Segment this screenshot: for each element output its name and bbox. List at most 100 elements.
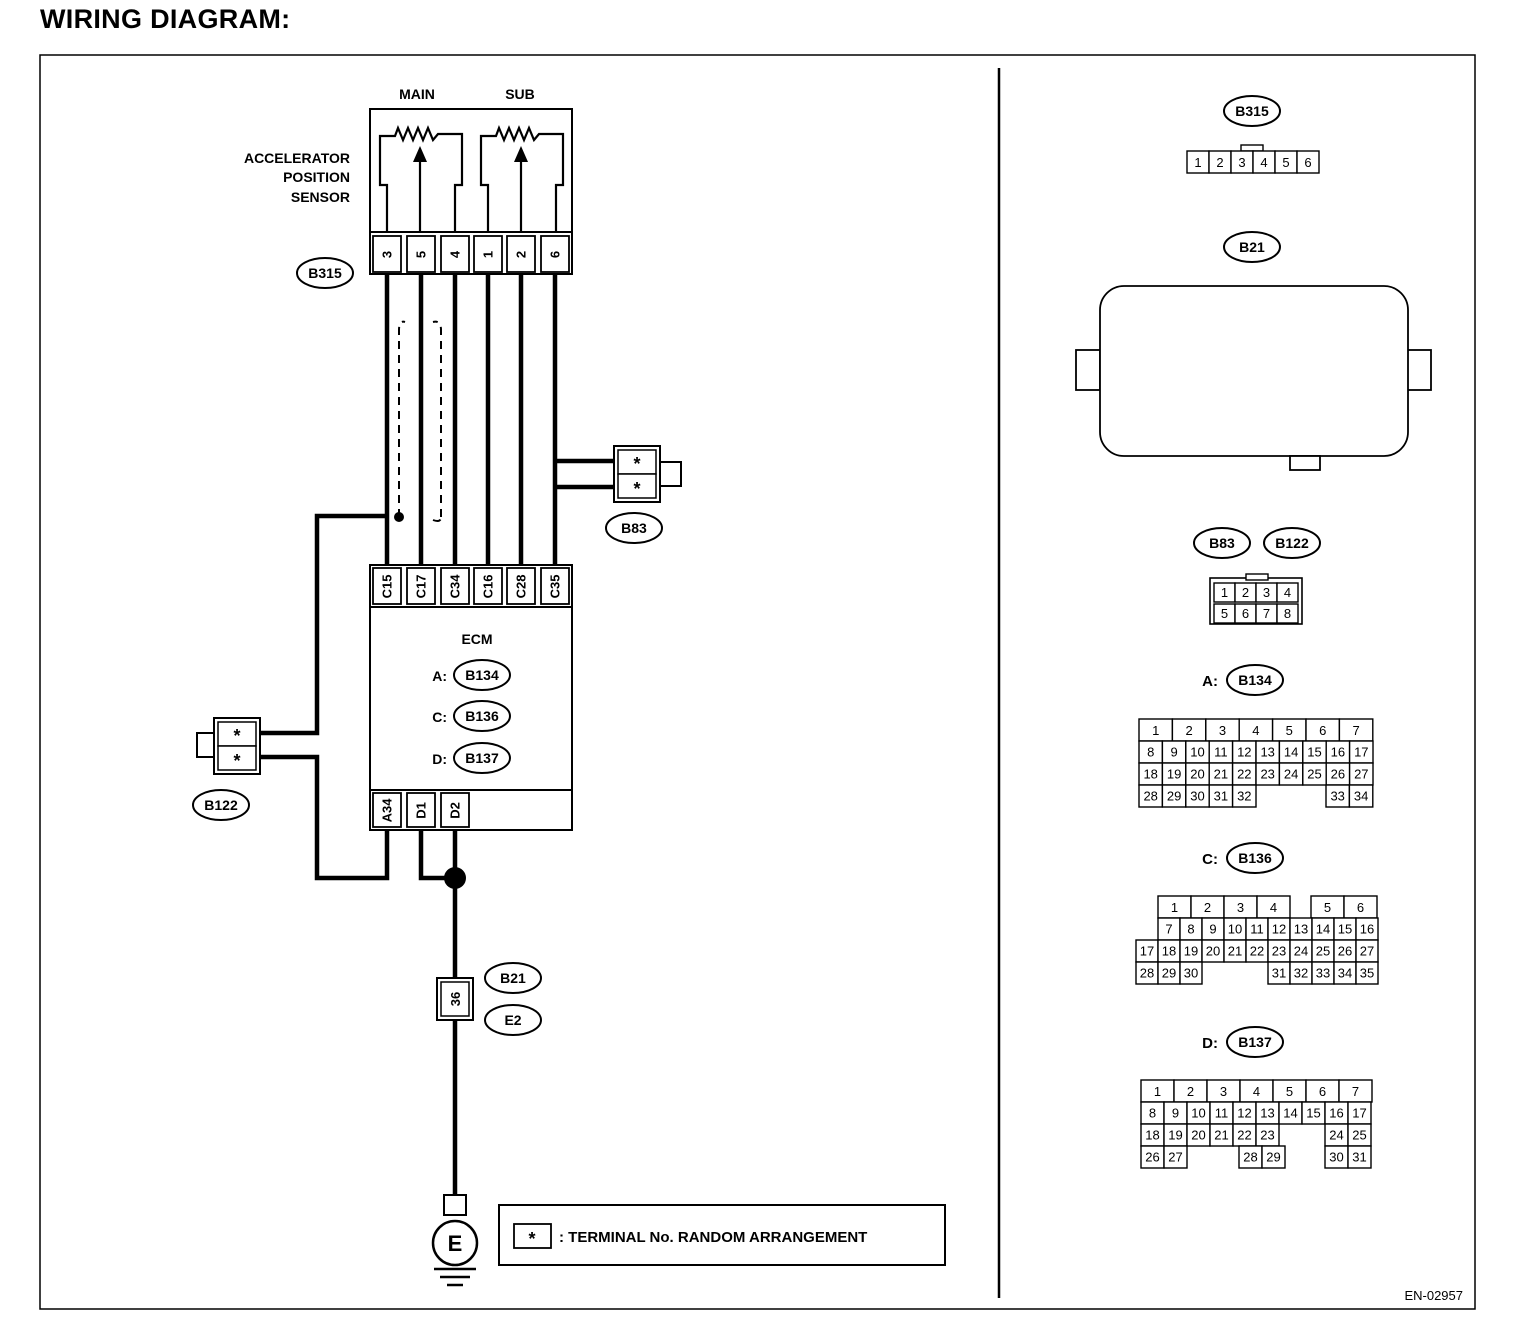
- view-tag-b134: [1226, 664, 1284, 696]
- b137-view-pin-9: 9: [1172, 1106, 1179, 1121]
- sensor-terminal-1: 1: [481, 251, 496, 258]
- ecm-ref-prefix: A:: [432, 668, 447, 684]
- sensor-body: [369, 108, 573, 233]
- b134-view-pin-23: 23: [1260, 767, 1274, 782]
- b136-view-pin-4: 4: [1270, 900, 1277, 915]
- b134-view-pin-18: 18: [1143, 767, 1157, 782]
- diagram-frame: [39, 54, 1476, 1310]
- view-tag-b137-label: B137: [1238, 1034, 1272, 1050]
- b134-view-pin-14: 14: [1284, 745, 1298, 760]
- ecm-ref-tag-b136-label: B136: [465, 708, 499, 724]
- b134-view-pin-12: 12: [1237, 745, 1251, 760]
- b137-view-pin-30: 30: [1329, 1150, 1343, 1165]
- b137-view-pin-24: 24: [1329, 1128, 1343, 1143]
- b136-view-pin-13: 13: [1294, 922, 1308, 937]
- b136-view-pin-26: 26: [1338, 944, 1352, 959]
- connector-tag-b83: [605, 512, 663, 544]
- ecm-top-terminal-C35: C35: [548, 575, 563, 599]
- b136-view-pin-35: 35: [1360, 966, 1374, 981]
- legend-text: : TERMINAL No. RANDOM ARRANGEMENT: [559, 1229, 867, 1246]
- b315-view-pin-6: 6: [1304, 155, 1311, 170]
- b134-view-pin-19: 19: [1167, 767, 1181, 782]
- b137-view-pin-16: 16: [1329, 1106, 1343, 1121]
- sensor-terminal-4: 4: [448, 250, 463, 258]
- b136-view-pin-14: 14: [1316, 922, 1330, 937]
- b137-view-pin-25: 25: [1352, 1128, 1366, 1143]
- b137-view-pin-22: 22: [1237, 1128, 1251, 1143]
- b134-view-cell: [1348, 784, 1374, 808]
- b137-view-pin-17: 17: [1352, 1106, 1366, 1121]
- ecm-top-terminal-C16: C16: [481, 575, 496, 599]
- ecm-bottom-terminal: [440, 792, 470, 828]
- b83-view-pin-6: 6: [1242, 606, 1249, 621]
- view-tag-b21: [1223, 231, 1281, 263]
- ecm-top-terminal-C17: C17: [414, 575, 429, 599]
- ecm-top-terminal: [440, 567, 470, 605]
- ecm-ref-tag-b134-label: B134: [465, 667, 499, 683]
- b137-view-pin-12: 12: [1237, 1106, 1251, 1121]
- b83-view-cell: [1276, 603, 1299, 624]
- b134-view-pin-11: 11: [1214, 745, 1228, 760]
- ecm-top-terminal-C15: C15: [380, 575, 395, 599]
- ecm-bottom-terminal: [406, 792, 436, 828]
- sensor-terminal: [506, 235, 536, 273]
- view-prefix-d: D:: [1202, 1035, 1218, 1052]
- view-tag-b136-label: B136: [1238, 850, 1272, 866]
- b137-view-pin-11: 11: [1215, 1106, 1229, 1121]
- b134-view-cell: [1231, 784, 1257, 808]
- b134-view-pin-30: 30: [1190, 789, 1204, 804]
- sensor-terminal: [540, 235, 570, 273]
- b137-view-pin-21: 21: [1214, 1128, 1228, 1143]
- ground-symbol-label: E: [448, 1231, 463, 1256]
- view-tag-b315: [1223, 95, 1281, 127]
- ecm-top-terminal-C34: C34: [448, 574, 463, 599]
- b134-view-pin-10: 10: [1190, 745, 1204, 760]
- figure-id: EN-02957: [1404, 1288, 1463, 1303]
- sensor-terminal-5: 5: [414, 251, 429, 258]
- b137-view-pin-7: 7: [1352, 1084, 1359, 1099]
- legend-box: * : TERMINAL No. RANDOM ARRANGEMENT: [498, 1204, 946, 1266]
- b134-view-pin-21: 21: [1214, 767, 1228, 782]
- b136-view-pin-25: 25: [1316, 944, 1330, 959]
- b137-view-pin-1: 1: [1154, 1084, 1161, 1099]
- b83-view-pin-4: 4: [1284, 585, 1291, 600]
- b134-view-pin-32: 32: [1237, 789, 1251, 804]
- ecm-top-terminal: [406, 567, 436, 605]
- b83-pin-1: *: [633, 454, 640, 474]
- view-tag-b136: [1226, 842, 1284, 874]
- legend-symbol: *: [528, 1229, 535, 1249]
- sensor-terminal-3: 3: [380, 251, 395, 258]
- ecm-ref-tag-b137-label: B137: [465, 750, 499, 766]
- ecm-bottom-terminal-D2: D2: [448, 802, 463, 819]
- b134-view-pin-22: 22: [1237, 767, 1251, 782]
- b134-view-pin-20: 20: [1190, 767, 1204, 782]
- b137-view-pin-28: 28: [1243, 1150, 1257, 1165]
- b137-view-cell: [1347, 1145, 1372, 1169]
- b134-view-pin-8: 8: [1147, 745, 1154, 760]
- b315-view-pin-2: 2: [1216, 155, 1223, 170]
- b136-view-pin-30: 30: [1184, 966, 1198, 981]
- b134-view-pin-4: 4: [1252, 723, 1259, 738]
- b136-view-pin-16: 16: [1360, 922, 1374, 937]
- connector-tag-e2-label: E2: [504, 1012, 521, 1028]
- b134-view-pin-26: 26: [1331, 767, 1345, 782]
- b137-view-pin-23: 23: [1260, 1128, 1274, 1143]
- b83-view-pin-2: 2: [1242, 585, 1249, 600]
- b134-view-pin-17: 17: [1354, 745, 1368, 760]
- view-prefix-a: A:: [1202, 673, 1218, 690]
- b137-view-cell: [1261, 1145, 1286, 1169]
- sensor-name-line-2: POSITION: [283, 169, 350, 185]
- ecm-bottom-terminal-D1: D1: [414, 802, 429, 819]
- b137-view-pin-19: 19: [1168, 1128, 1182, 1143]
- sensor-name-line-1: ACCELERATOR: [244, 150, 350, 166]
- connector-tag-e2: [484, 1004, 542, 1036]
- b83-view-pin-1: 1: [1221, 585, 1228, 600]
- b136-view-cell: [1355, 961, 1379, 985]
- b137-view-pin-10: 10: [1191, 1106, 1205, 1121]
- connector-tag-b83-label: B83: [621, 520, 647, 536]
- b21-housing: [1075, 285, 1432, 471]
- b136-view-pin-2: 2: [1204, 900, 1211, 915]
- b137-view-pin-6: 6: [1319, 1084, 1326, 1099]
- b136-view-pin-5: 5: [1324, 900, 1331, 915]
